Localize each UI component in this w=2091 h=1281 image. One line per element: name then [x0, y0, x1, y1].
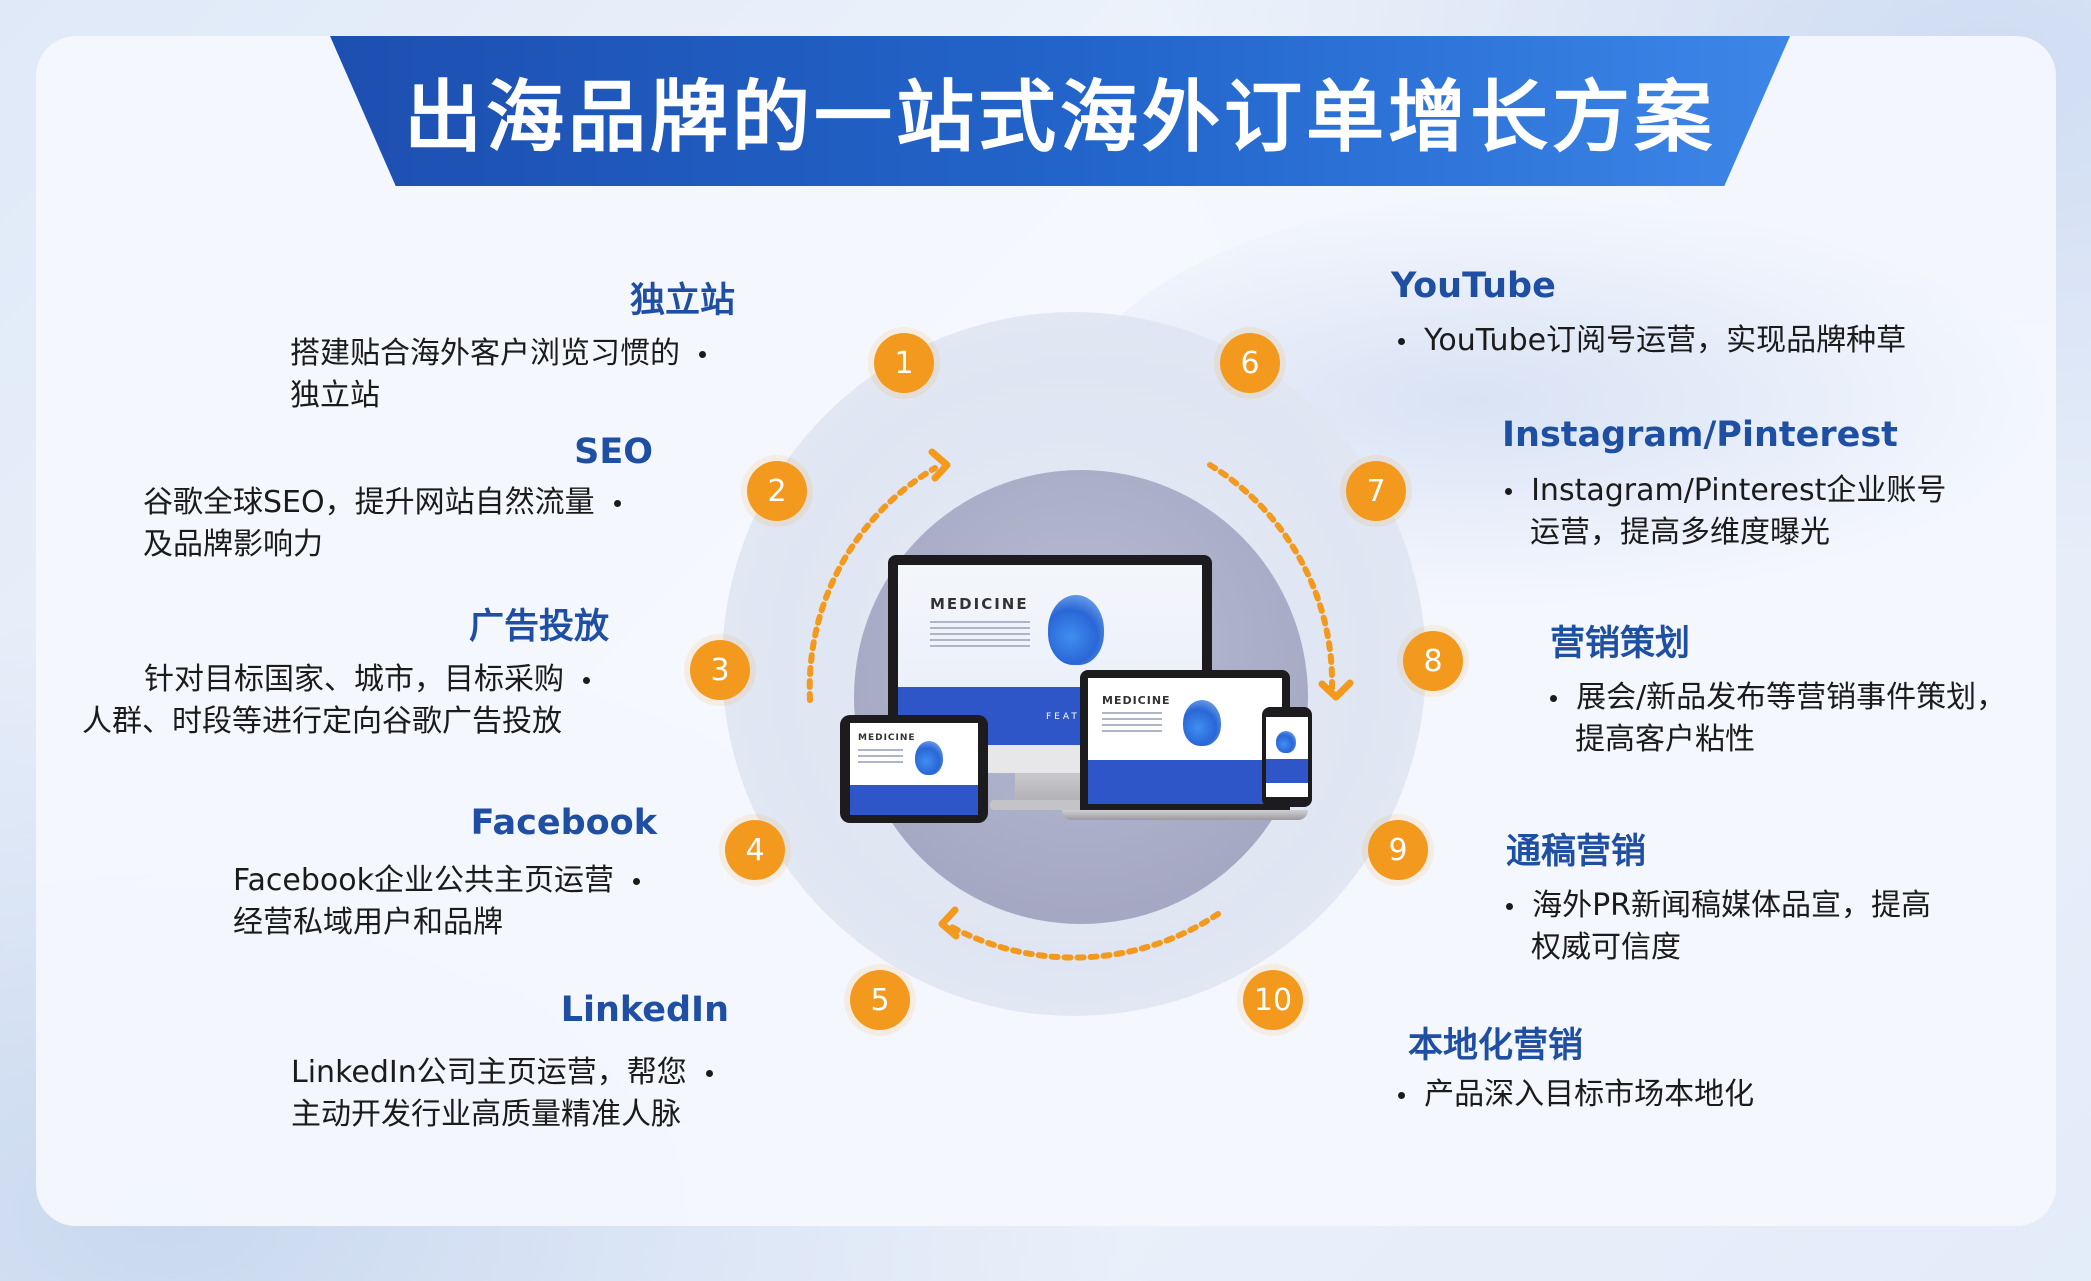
page-title: 出海品牌的一站式海外订单增长方案 [403, 73, 1716, 163]
item-desc-4-line-1: Facebook企业公共主页运营 [233, 863, 614, 898]
arrowhead-bottom [938, 906, 960, 940]
tablet-screen: MEDICINE [850, 723, 978, 815]
arrow-arc-left [806, 465, 938, 703]
phone-screen [1266, 717, 1308, 797]
item-desc-7-line-1: Instagram/Pinterest企业账号 [1531, 473, 1947, 508]
bullet-icon [705, 1070, 713, 1077]
laptop-band [1088, 760, 1282, 804]
bullet-icon [1506, 903, 1513, 910]
screen-label: MEDICINE [930, 595, 1029, 613]
responsive-devices-image: MEDICINE FEATURED MEDICINE MEDICINE [830, 555, 1340, 825]
item-desc-1-line-1: 搭建贴合海外客户浏览习惯的 [290, 336, 680, 371]
step-number-3: 3 [690, 640, 750, 700]
item-desc-5-line-1: LinkedIn公司主页运营，帮您 [291, 1055, 687, 1090]
item-desc-2-line-2: 及品牌影响力 [143, 527, 323, 562]
arrowhead-top [928, 448, 951, 482]
item-desc-4-line-2: 经营私域用户和品牌 [233, 905, 503, 940]
item-desc-4: Facebook企业公共主页运营 经营私域用户和品牌 [233, 860, 641, 944]
item-desc-1: 搭建贴合海外客户浏览习惯的 独立站 [290, 333, 707, 417]
item-title-7: Instagram/Pinterest [1502, 415, 1898, 455]
monitor-base [990, 800, 1112, 810]
laptop-label: MEDICINE [1102, 694, 1171, 707]
item-desc-3-line-1: 针对目标国家、城市，目标采购 [144, 662, 564, 697]
bullet-icon [583, 677, 591, 684]
item-desc-7: Instagram/Pinterest企业账号 运营，提高多维度曝光 [1505, 470, 1946, 554]
item-title-10: 本地化营销 [1408, 1026, 1584, 1066]
arrow-arc-bottom [945, 911, 1221, 961]
title-banner [330, 36, 1790, 186]
item-desc-2: 谷歌全球SEO，提升网站自然流量 及品牌影响力 [143, 482, 621, 566]
bullet-icon [613, 500, 621, 507]
laptop-text-lines [1102, 712, 1162, 734]
bullet-icon [633, 878, 641, 885]
item-desc-10-line-1: 产品深入目标市场本地化 [1424, 1077, 1755, 1112]
phone-band [1266, 759, 1308, 783]
item-desc-9: 海外PR新闻稿媒体品宣，提高 权威可信度 [1506, 885, 1931, 969]
laptop-base [1062, 810, 1308, 820]
tablet-text-lines [858, 749, 903, 767]
item-desc-3: 针对目标国家、城市，目标采购 人群、时段等进行定向谷歌广告投放 [82, 659, 591, 743]
tablet-flask [915, 741, 943, 775]
bullet-icon [1398, 1092, 1405, 1099]
item-title-4: Facebook [470, 803, 657, 843]
laptop-flask [1183, 700, 1221, 746]
item-desc-8: 展会/新品发布等营销事件策划， 提高客户粘性 [1550, 677, 2006, 761]
bullet-icon [1398, 338, 1405, 345]
item-title-5: LinkedIn [560, 990, 729, 1030]
step-number-7: 7 [1346, 461, 1406, 521]
bullet-icon [1550, 695, 1557, 702]
item-desc-9-line-1: 海外PR新闻稿媒体品宣，提高 [1532, 888, 1932, 923]
arrowhead-right [1318, 679, 1354, 701]
item-desc-6: YouTube订阅号运营，实现品牌种草 [1398, 320, 1906, 362]
phone-flask [1276, 731, 1296, 753]
bullet-icon [1505, 488, 1512, 495]
item-desc-1-line-2: 独立站 [290, 378, 380, 413]
screen-text-lines [930, 621, 1030, 651]
step-number-10: 10 [1243, 970, 1303, 1030]
item-title-9: 通稿营销 [1506, 832, 1647, 872]
step-number-6: 6 [1220, 333, 1280, 393]
item-desc-6-line-1: YouTube订阅号运营，实现品牌种草 [1424, 323, 1907, 358]
item-title-6: YouTube [1391, 266, 1556, 306]
item-desc-5-line-2: 主动开发行业高质量精准人脉 [291, 1097, 681, 1132]
flask-graphic [1048, 595, 1104, 665]
item-desc-7-line-2: 运营，提高多维度曝光 [1530, 515, 1830, 550]
monitor-stand [1015, 773, 1087, 803]
item-desc-9-line-2: 权威可信度 [1531, 930, 1681, 965]
item-title-1: 独立站 [629, 281, 735, 321]
item-desc-2-line-1: 谷歌全球SEO，提升网站自然流量 [143, 485, 595, 520]
item-desc-5: LinkedIn公司主页运营，帮您 主动开发行业高质量精准人脉 [291, 1052, 713, 1136]
item-desc-10: 产品深入目标市场本地化 [1398, 1074, 1754, 1116]
laptop-screen: MEDICINE [1088, 678, 1282, 804]
step-number-2: 2 [747, 461, 807, 521]
item-desc-3-line-2: 人群、时段等进行定向谷歌广告投放 [82, 704, 562, 739]
item-desc-8-line-2: 提高客户粘性 [1575, 722, 1755, 757]
arrow-arc-right [1207, 462, 1336, 691]
item-title-8: 营销策划 [1550, 624, 1691, 664]
item-title-3: 广告投放 [468, 607, 609, 647]
step-number-1: 1 [874, 333, 934, 393]
tablet-label: MEDICINE [858, 733, 916, 743]
step-number-4: 4 [725, 820, 785, 880]
step-number-5: 5 [850, 970, 910, 1030]
item-title-2: SEO [574, 432, 653, 472]
step-number-8: 8 [1403, 631, 1463, 691]
tablet-band [850, 785, 978, 815]
bullet-icon [699, 351, 707, 358]
item-desc-8-line-1: 展会/新品发布等营销事件策划， [1576, 680, 2007, 715]
step-number-9: 9 [1368, 820, 1428, 880]
